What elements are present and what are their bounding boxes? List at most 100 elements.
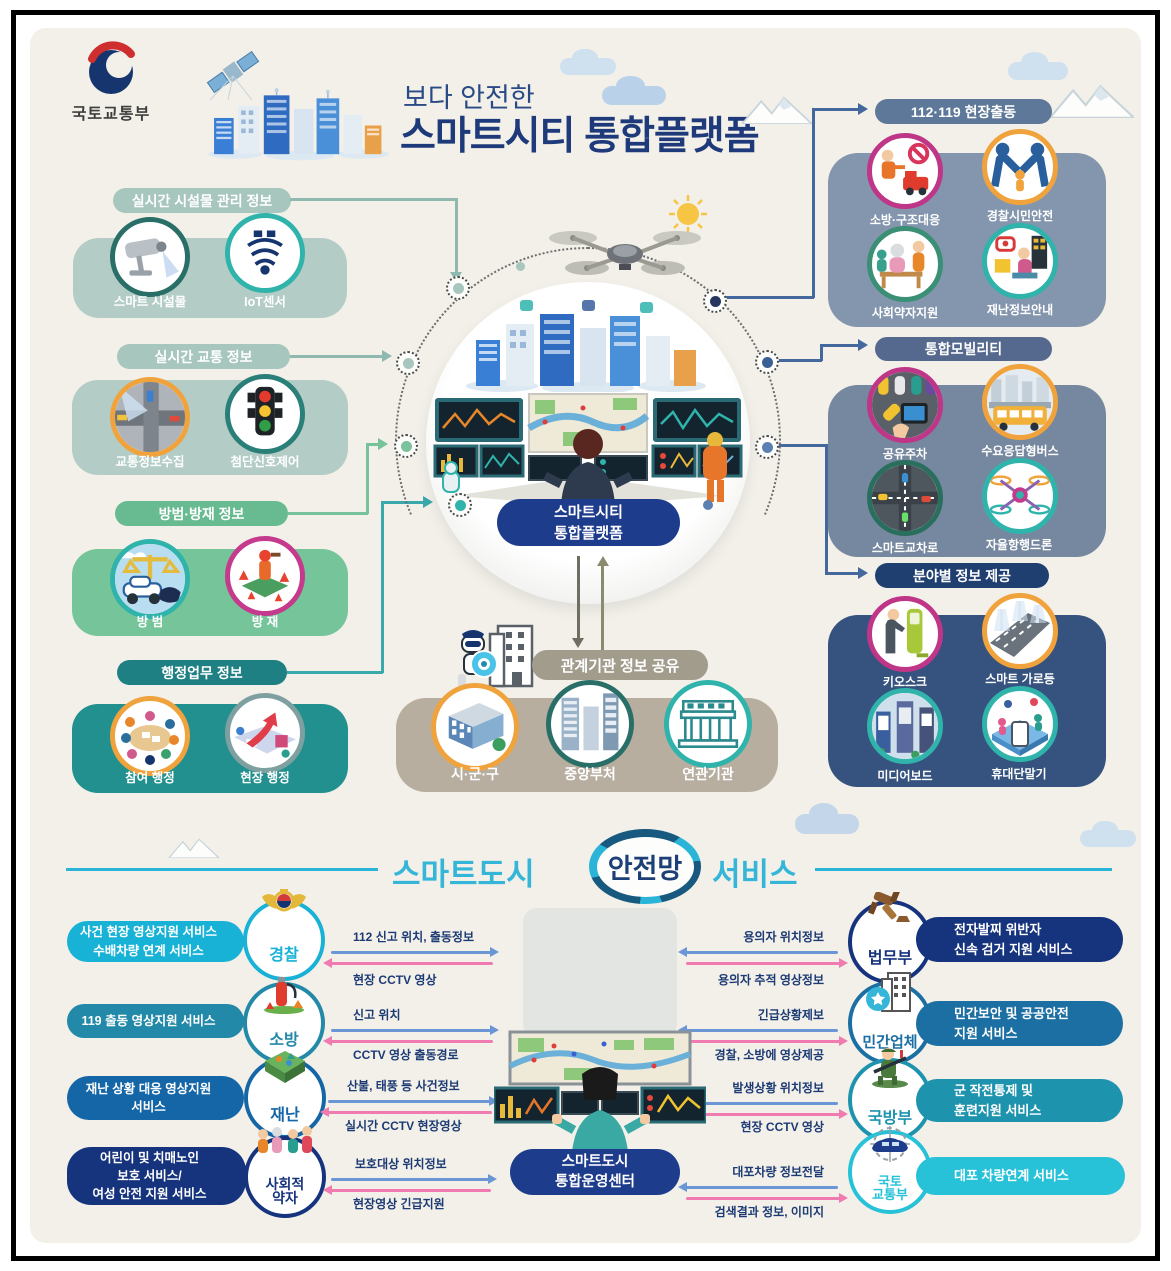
- network-node-icon: [755, 435, 779, 459]
- disaster-prevention-icon: [225, 536, 305, 616]
- flow-label: 산불, 태풍 등 사건정보: [347, 1079, 460, 1093]
- item-label: 방 재: [251, 615, 279, 629]
- org-label: 국토 교통부: [872, 1173, 908, 1203]
- item-label: 첨단신호제어: [230, 455, 300, 469]
- flow-label: 실시간 CCTV 현장영상: [345, 1119, 462, 1133]
- flow-arrow-from-center: [686, 1036, 848, 1046]
- soldier-icon: [866, 1046, 914, 1093]
- item-label: 스마트교차로: [871, 541, 939, 555]
- connector-line: [288, 512, 368, 515]
- connector-line: [812, 108, 858, 111]
- item-label: 재난정보안내: [986, 303, 1054, 317]
- service-pill-police: 사건 현장 영상지원 서비스 수배차량 연계 서비스: [67, 921, 244, 962]
- connector-line: [812, 108, 815, 298]
- connector-line: [820, 345, 823, 361]
- item-label: 스마트 가로등: [985, 672, 1055, 686]
- flow-label: 용의자 위치정보: [743, 930, 824, 944]
- city-district-building-icon: [431, 683, 519, 771]
- poster-title: 스마트시티 통합플랫폼: [400, 115, 760, 158]
- related-agency-icon: [664, 680, 752, 768]
- connector-line: [825, 444, 828, 574]
- flow-label: 현장 CCTV 영상: [740, 1120, 825, 1134]
- traffic-light-icon: [225, 374, 305, 454]
- item-label: 스마트 시설물: [113, 295, 187, 309]
- fire-rescue-icon: [867, 133, 943, 209]
- flow-label: 대포차량 정보전달: [732, 1165, 824, 1179]
- connector-line: [381, 502, 384, 673]
- kiosk-icon: [867, 596, 943, 672]
- flow-arrow-to-center: [678, 1098, 838, 1108]
- family-care-icon: [253, 1126, 317, 1163]
- arrow-head: [597, 556, 609, 566]
- crime-prevention-icon: [110, 539, 190, 619]
- gov-logo-icon: [82, 40, 142, 103]
- city-skyline-icon: [205, 62, 395, 191]
- flow-label: 발생상황 위치정보: [732, 1081, 824, 1095]
- connector-line: [366, 444, 369, 514]
- iot-sensor-icon: [225, 213, 305, 293]
- flow-arrow-from-center: [323, 1036, 493, 1046]
- cloud-icon: [1080, 820, 1136, 847]
- mobile-terminal-icon: [982, 686, 1058, 762]
- item-label: 사회약자지원: [871, 306, 939, 320]
- section-label-admin: 행정업무 정보: [117, 660, 287, 685]
- connector-line: [768, 444, 827, 447]
- flow-label: 신고 위치: [353, 1008, 401, 1022]
- flow-arrow-to-center: [678, 1182, 838, 1192]
- org-label: 사회적 약자: [265, 1175, 305, 1207]
- flow-label: CCTV 영상 출동경로: [353, 1048, 459, 1062]
- flow-arrow-from-center: [323, 1185, 491, 1195]
- safety-title-left: 스마트도시: [392, 857, 535, 892]
- autonomous-drone-icon: [982, 458, 1058, 534]
- service-pill-private: 민간보안 및 공공안전 지원 서비스: [916, 1001, 1123, 1046]
- participatory-admin-icon: [110, 696, 190, 776]
- flow-label: 보호대상 위치정보: [355, 1157, 447, 1171]
- arrow-head: [858, 567, 868, 579]
- arrow-head: [858, 103, 868, 115]
- item-label: 키오스크: [882, 675, 928, 689]
- vehicle-tracking-icon: [862, 1126, 918, 1171]
- item-label: 미디어보드: [877, 769, 933, 783]
- police-emblem-icon: [260, 887, 308, 926]
- operations-center-icon: [492, 1030, 708, 1157]
- connector-line: [366, 443, 378, 446]
- traffic-data-icon: [110, 377, 190, 457]
- network-node-icon: [394, 434, 418, 458]
- network-node-icon: [703, 289, 727, 313]
- safety-title-right: 서비스: [712, 857, 798, 892]
- flow-arrow-from-center: [686, 1109, 848, 1119]
- item-label: 소방·구조대응: [869, 213, 941, 227]
- disaster-alert-icon: [982, 223, 1058, 299]
- org-circle-police: 경찰: [243, 889, 325, 981]
- item-label: 경찰시민안전: [986, 209, 1054, 223]
- network-ring-clip: [383, 235, 795, 515]
- section-label-facility: 실시간 시설물 관리 정보: [113, 188, 291, 213]
- item-label: 방 범: [136, 615, 164, 629]
- item-label: 중앙부처: [564, 766, 616, 782]
- exchange-line-up: [601, 566, 604, 650]
- service-pill-defense: 군 작전통제 및 훈련지원 서비스: [916, 1079, 1123, 1122]
- flow-arrow-to-center: [331, 1174, 497, 1184]
- control-room-icon: [433, 388, 743, 511]
- item-label: 수요응답형버스: [981, 444, 1059, 458]
- smart-intersection-icon: [867, 460, 943, 536]
- page-frame: [11, 10, 1160, 1261]
- flow-label: 현장영상 긴급지원: [353, 1197, 445, 1211]
- hub-city-icon: [462, 300, 714, 397]
- flow-arrow-to-center: [331, 1025, 499, 1035]
- service-pill-justice: 전자발찌 위반자 신속 검거 지원 서비스: [916, 917, 1123, 962]
- item-label: 현장 행정: [240, 771, 290, 785]
- connector-line: [381, 501, 423, 504]
- arrow-head: [858, 339, 868, 351]
- arrow-head: [382, 350, 392, 362]
- connector-line: [290, 355, 382, 358]
- connector-line: [820, 344, 858, 347]
- divider-left: [66, 868, 378, 871]
- section-label-security: 방범·방재 정보: [115, 501, 288, 526]
- network-node-icon: [446, 276, 470, 300]
- network-node-icon: [755, 350, 779, 374]
- org-label: 민간업체: [862, 1034, 918, 1052]
- network-node-icon: [396, 351, 420, 375]
- flow-label: 검색결과 정보, 이미지: [714, 1205, 824, 1219]
- demand-bus-icon: [982, 364, 1058, 440]
